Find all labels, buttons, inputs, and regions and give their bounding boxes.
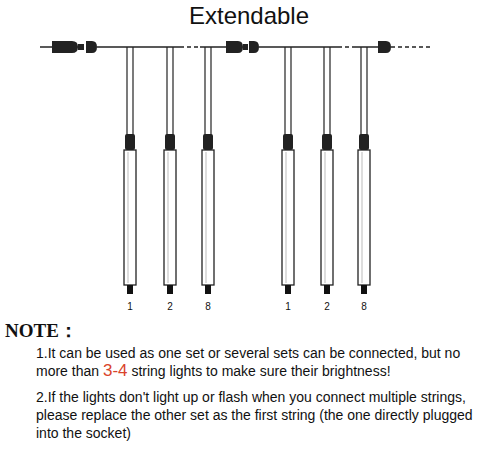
light-tube [358,47,370,294]
callout-number: 1 [127,301,133,312]
wire [40,46,52,48]
wire [180,46,200,48]
plug [52,41,78,53]
note-item: 2.If the lights don't light up or flash … [36,388,488,442]
note-body: 1.It can be used as one set or several s… [36,344,488,450]
highlight-number: 3-4 [103,361,128,380]
light-tube [282,47,294,294]
note-item: 1.It can be used as one set or several s… [36,344,488,380]
callout-number: 8 [361,301,367,312]
plug [378,41,391,53]
callout-number: 1 [285,301,291,312]
light-tube [164,47,176,294]
light-tube [202,47,214,294]
socket [249,41,259,53]
callout-number: 2 [167,301,173,312]
wire [391,46,430,48]
note-text: 2.If the lights don't light up or flash … [36,389,473,441]
note-text: string lights to make sure their brightn… [131,363,390,379]
note-heading: NOTE： [5,318,78,344]
callout-number: 2 [324,301,330,312]
plug [226,41,243,53]
wire [338,46,356,48]
wire [200,46,226,48]
light-tube [321,47,333,294]
socket [86,41,97,53]
light-tube [124,47,136,294]
callout-number: 8 [205,301,211,312]
wire [259,46,338,48]
diagram-title: Extendable [0,2,498,30]
